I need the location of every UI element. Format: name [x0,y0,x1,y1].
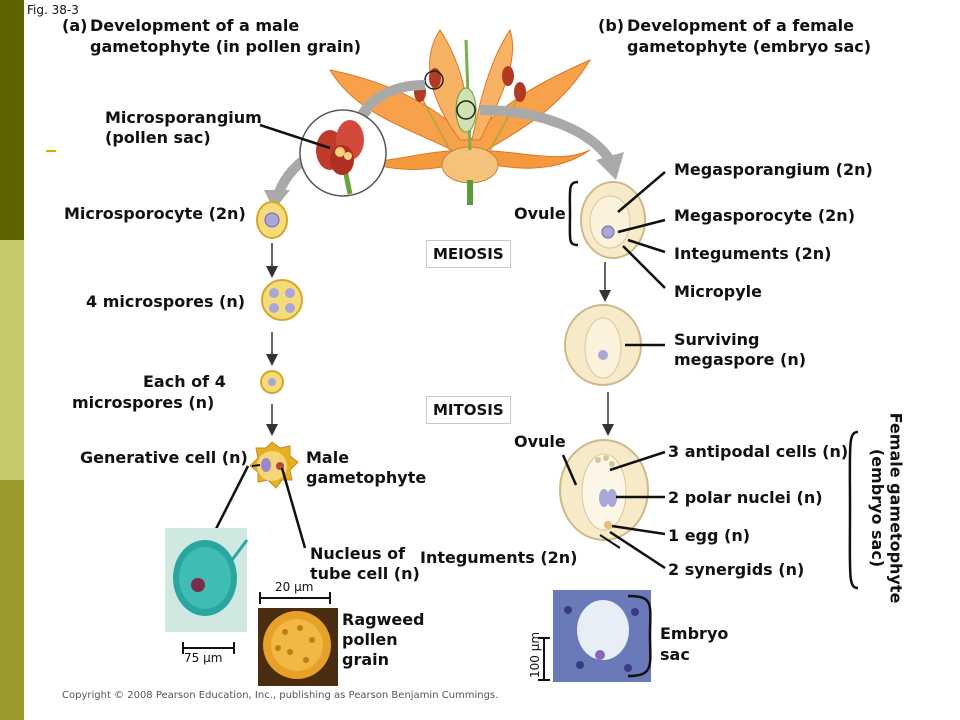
generative-cell-label: Generative cell (n) [80,448,248,467]
microsporocyte-label: Microsporocyte (2n) [64,204,246,223]
surviving-megaspore-label-line1: Surviving [674,330,760,349]
side-band-olive [0,480,24,720]
tube-nucleus-label-line1: Nucleus of [310,544,406,563]
egg-label: 1 egg (n) [668,526,751,545]
ovule-embryo-sac [559,439,649,541]
ovule-surviving-megaspore [564,304,642,386]
arrow-to-anther [355,80,426,121]
side-band-dark [0,0,24,240]
integuments-label-bottom: Integuments (2n) [420,548,578,567]
megasporocyte-label: Megasporocyte (2n) [674,206,856,225]
each-microspore-label-line2: microspores (n) [72,393,215,412]
microsporangium-label-line1: Microsporangium [105,108,262,127]
embryo-sac-label-line2: sac [660,645,690,664]
microsporocyte-cell [256,201,288,239]
embryo-sac-label-line1: Embryo [660,624,729,643]
copyright-text: Copyright © 2008 Pearson Education, Inc.… [62,690,499,701]
female-title-line1: Development of a female [627,16,854,35]
female-gametophyte-vertical-line1: Female gametophyte [886,412,906,604]
ovule-label-bottom: Ovule [514,432,566,451]
scale-75um: 75 µm [184,651,223,665]
meiosis-label: MEIOSIS [426,240,511,268]
arrow-to-ovule [479,105,615,163]
polar-nuclei-label: 2 polar nuclei (n) [668,488,823,507]
ragweed-label-line3: grain [342,650,390,669]
female-title-line2: gametophyte (embryo sac) [627,37,872,56]
male-title-line1: Development of a male [90,16,300,35]
microspores-label: 4 microspores (n) [86,292,246,311]
female-gametophyte-vertical-line2: (embryo sac) [868,448,888,568]
embryo-sac-micrograph [553,590,651,682]
micropyle-label: Micropyle [674,282,762,301]
integuments-label: Integuments (2n) [674,244,832,263]
ragweed-label-line1: Ragweed [342,610,425,629]
synergids-label: 2 synergids (n) [668,560,805,579]
female-panel-letter: (b) [598,16,625,35]
microsporangium-label-line2: (pollen sac) [105,128,211,147]
ovule-label-top: Ovule [514,204,566,223]
side-band-light [0,240,24,480]
male-panel-letter: (a) [62,16,88,35]
four-microspores-cell [261,279,303,321]
male-gametophyte-label-line1: Male [306,448,350,467]
ovule-megasporocyte [580,181,646,259]
single-microspore-cell [260,370,284,394]
scale-20um: 20 µm [275,580,314,594]
tube-nucleus-label-line2: tube cell (n) [310,564,420,583]
male-gametophyte-label-line2: gametophyte [306,468,427,487]
anther-inset [299,109,387,197]
male-gametophyte-cell [249,441,299,489]
lily-flower [328,28,592,205]
figure-label: Fig. 38-3 [27,3,79,17]
each-microspore-label-line1: Each of 4 [143,372,226,391]
surviving-megaspore-label-line2: megaspore (n) [674,350,807,369]
marker-dash [46,150,56,152]
male-title-line2: gametophyte (in pollen grain) [90,37,362,56]
stained-pollen-micrograph [165,528,249,632]
ragweed-pollen-micrograph [258,608,338,686]
mitosis-label: MITOSIS [426,396,511,424]
scale-100um: 100 µm [528,631,543,679]
megasporangium-label: Megasporangium (2n) [674,160,873,179]
antipodal-label: 3 antipodal cells (n) [668,442,849,461]
ragweed-label-line2: pollen [342,630,398,649]
